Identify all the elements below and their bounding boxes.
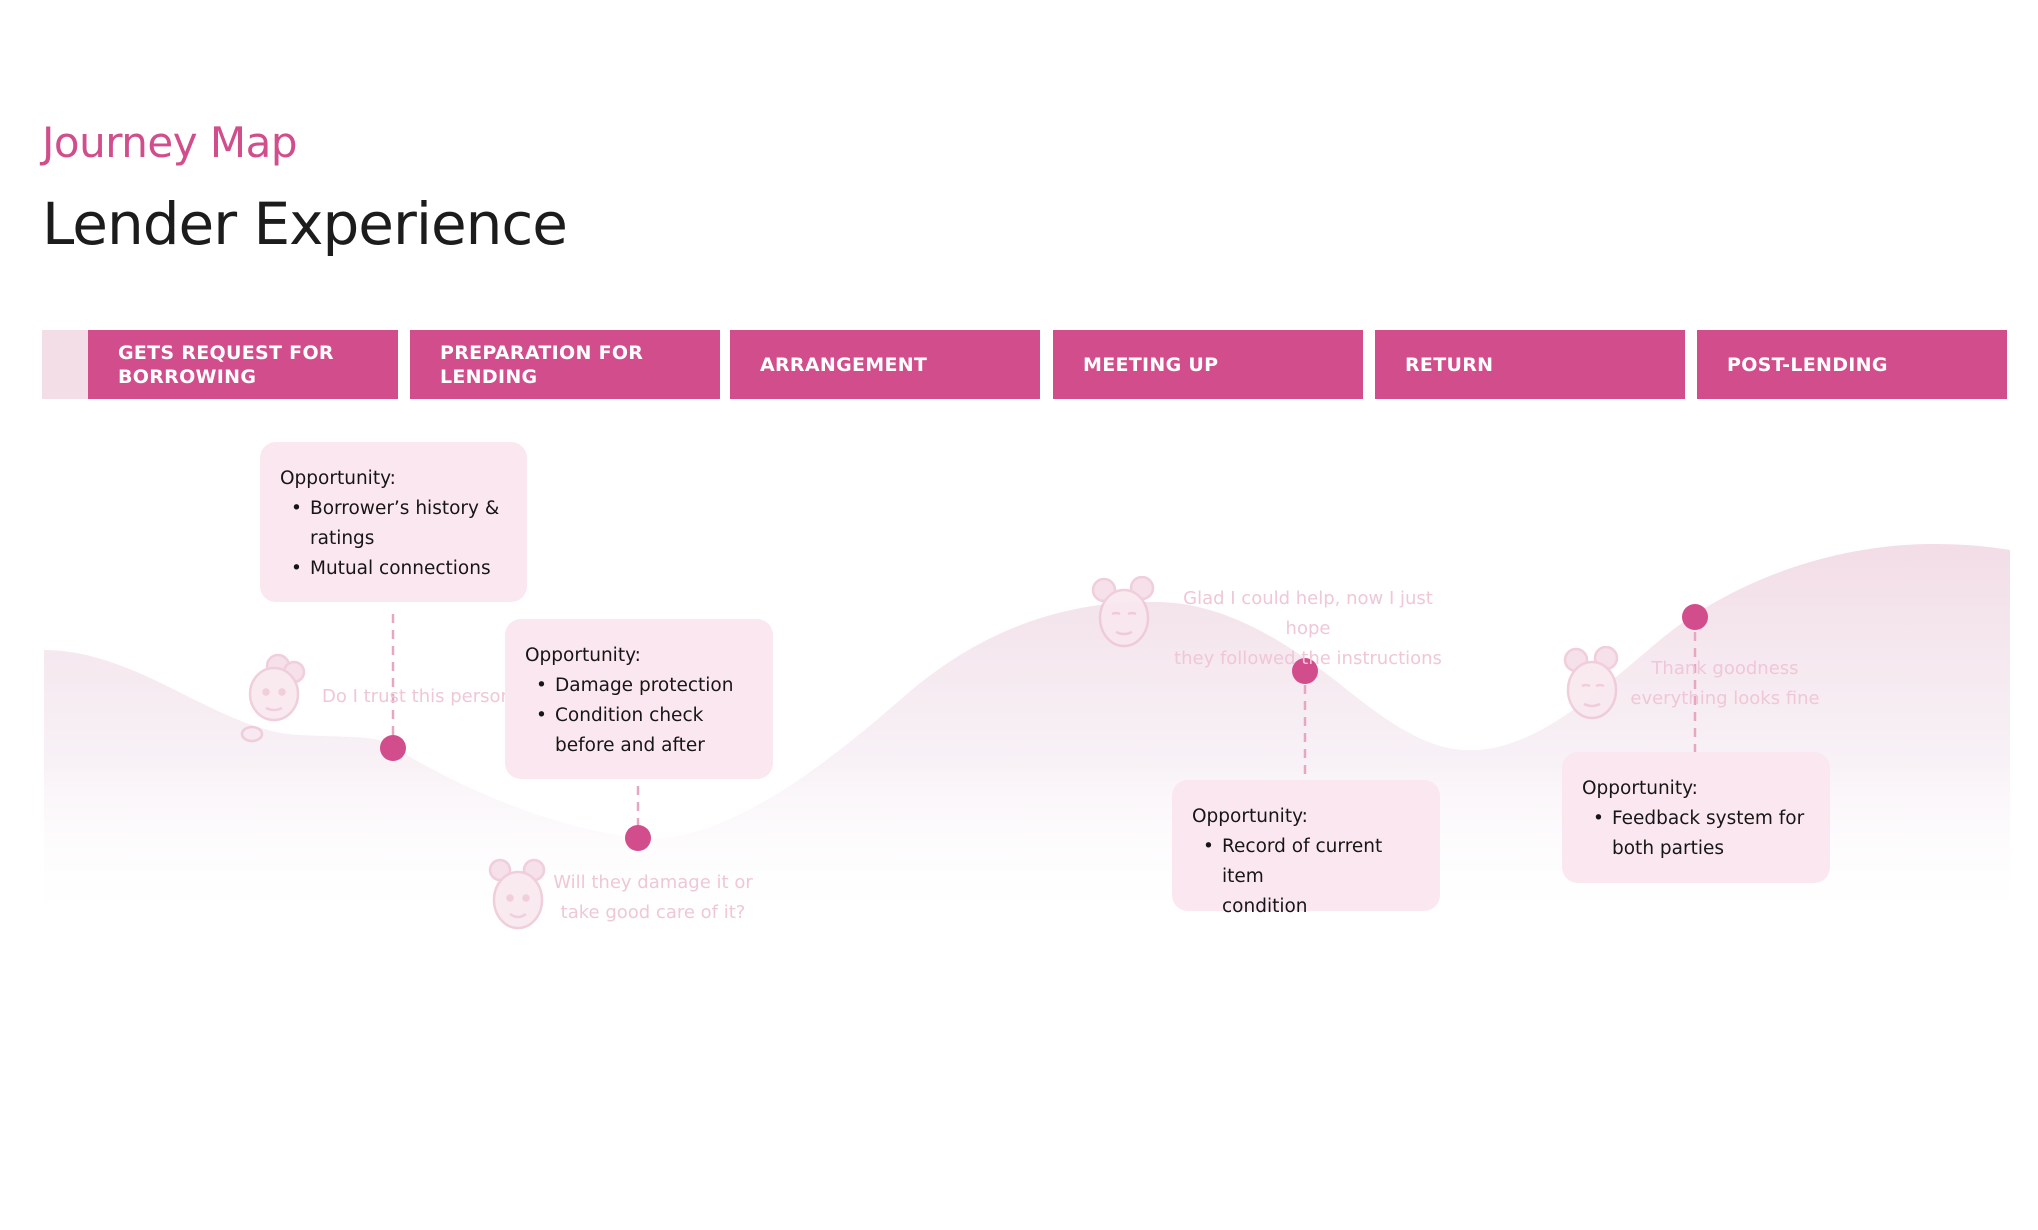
opportunity-card-4: Opportunity: Feedback system for both pa… <box>1562 752 1830 883</box>
opportunity-item-text: before and after <box>555 735 705 756</box>
stage-lead-swatch <box>42 330 88 399</box>
opportunity-item-continued: before and after <box>555 731 753 761</box>
thought-glad: Glad I could help, now I just hope they … <box>1158 584 1458 674</box>
opportunity-list: Borrower’s history & ratings Mutual conn… <box>280 494 507 584</box>
thought-line: they followed the instructions <box>1174 648 1442 669</box>
emotion-area <box>44 544 2010 930</box>
opportunity-list: Damage protection Condition check before… <box>525 671 753 761</box>
touchpoint-dot <box>1292 658 1318 684</box>
face-icon <box>488 858 546 930</box>
page-eyebrow: Journey Map <box>42 118 298 167</box>
face-icon <box>1563 646 1619 720</box>
opportunity-item-continued: both parties <box>1612 834 1810 864</box>
thought-line: Will they damage it or <box>553 872 753 893</box>
stage-arrangement: ARRANGEMENT <box>730 330 1040 399</box>
thought-line: everything looks fine <box>1630 688 1820 709</box>
opportunity-card-3: Opportunity: Record of current item cond… <box>1172 780 1440 917</box>
thought-trust: Do I trust this person? <box>322 686 522 707</box>
opportunity-item: Damage protection <box>536 671 753 701</box>
opportunity-heading: Opportunity: <box>1192 806 1308 827</box>
opportunity-item-continued: condition <box>1222 892 1420 922</box>
opportunity-heading: Opportunity: <box>1582 778 1698 799</box>
stage-preparation: PREPARATION FOR LENDING <box>410 330 720 399</box>
opportunity-item: Record of current item <box>1203 832 1420 892</box>
opportunity-item: Mutual connections <box>291 554 507 584</box>
thought-damage: Will they damage it or take good care of… <box>548 868 758 928</box>
opportunity-list: Feedback system for both parties <box>1582 804 1810 864</box>
opportunity-item-text: ratings <box>310 528 375 549</box>
opportunity-card-2: Opportunity: Damage protection Condition… <box>505 619 773 779</box>
touchpoint-dot <box>380 735 406 761</box>
opportunity-item: Borrower’s history & <box>291 494 507 524</box>
page-title: Lender Experience <box>42 190 568 258</box>
thought-relief: Thank goodness everything looks fine <box>1618 654 1832 714</box>
opportunity-heading: Opportunity: <box>525 645 641 666</box>
thought-line: Thank goodness <box>1651 658 1799 679</box>
opportunity-item: Condition check <box>536 701 753 731</box>
face-icon <box>1091 576 1155 648</box>
opportunity-item-continued: ratings <box>310 524 507 554</box>
stage-post-lending: POST-LENDING <box>1697 330 2007 399</box>
opportunity-list: Record of current item condition <box>1192 832 1420 922</box>
opportunity-item-text: both parties <box>1612 838 1725 859</box>
thought-line: Glad I could help, now I just hope <box>1183 588 1433 639</box>
opportunity-item-text: condition <box>1222 896 1308 917</box>
stage-gets-request: GETS REQUEST FOR BORROWING <box>88 330 398 399</box>
touchpoint-dot <box>625 825 651 851</box>
opportunity-card-1: Opportunity: Borrower’s history & rating… <box>260 442 527 602</box>
opportunity-heading: Opportunity: <box>280 468 396 489</box>
opportunity-item: Feedback system for <box>1593 804 1810 834</box>
face-icon <box>240 653 306 743</box>
stage-meeting-up: MEETING UP <box>1053 330 1363 399</box>
thought-line: take good care of it? <box>560 902 746 923</box>
stage-return: RETURN <box>1375 330 1685 399</box>
touchpoint-dot <box>1682 604 1708 630</box>
